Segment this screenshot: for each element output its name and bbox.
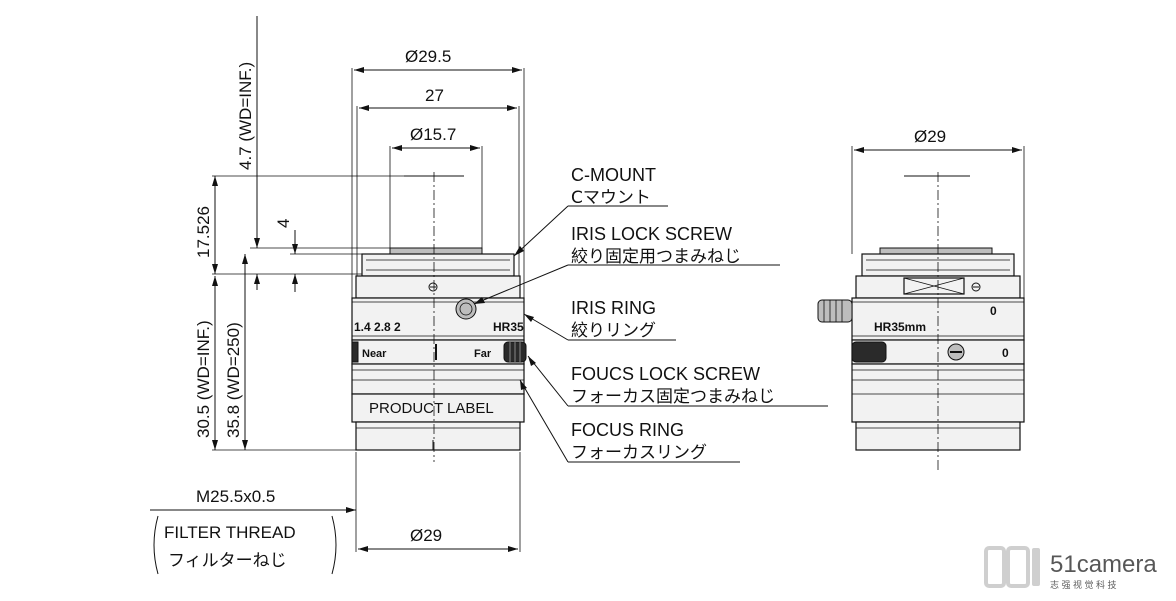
iris-ring-jp: 絞りリング	[571, 321, 656, 341]
side-zero-b: 0	[1002, 346, 1009, 360]
far-label: Far	[474, 348, 492, 360]
filter-thread-label: FILTER THREAD	[164, 523, 296, 542]
dim-27: 27	[425, 86, 444, 105]
front-filter-ring	[355, 421, 521, 451]
dim-dia-29-5: Ø29.5	[405, 47, 451, 66]
dim-dia-15-7: Ø15.7	[410, 125, 456, 144]
focus-ring-label: FOCUS RING	[571, 420, 684, 440]
dim-17-526: 17.526	[194, 206, 213, 258]
side-lens-body	[817, 247, 1025, 451]
iris-ring	[351, 297, 525, 341]
model-front-label: HR35	[493, 320, 524, 334]
watermark-logo	[984, 546, 1040, 588]
focus-lock-jp: フォーカス固定つまみねじ	[571, 387, 775, 407]
c-mount-label: C-MOUNT	[571, 165, 656, 185]
c-mount-flange	[389, 247, 483, 255]
paren-left	[153, 515, 159, 575]
product-label-band	[351, 393, 525, 423]
iris-ring-label: IRIS RING	[571, 298, 656, 318]
focus-ring	[351, 363, 525, 395]
front-lens-body	[351, 247, 527, 451]
watermark-sub: 志 强 视 觉 科 技	[1050, 579, 1117, 590]
fstop-scale: 1.4 2.8 2	[354, 320, 401, 334]
iris-lock-screw	[455, 298, 477, 320]
thread-spec: M25.5x0.5	[196, 487, 275, 506]
dim-4: 4	[274, 219, 293, 228]
product-label-text: PRODUCT LABEL	[369, 400, 494, 417]
model-side-label: HR35mm	[874, 320, 926, 334]
side-iris-lock-screw	[817, 299, 853, 323]
c-mount-thread-ring	[361, 253, 515, 277]
watermark-brand: 51camera	[1050, 551, 1157, 578]
iris-lock-label: IRIS LOCK SCREW	[571, 224, 732, 244]
paren-right	[331, 515, 337, 575]
upper-screw-mark	[428, 282, 438, 292]
dim-4-7: 4.7 (WD=INF.)	[236, 62, 255, 170]
side-focus-lock-screw	[851, 341, 887, 363]
dim-dia-29-bottom: Ø29	[410, 526, 442, 545]
iris-lock-jp: 絞り固定用つまみねじ	[571, 247, 741, 267]
focus-ring-jp: フォーカスリング	[571, 443, 707, 463]
dim-30-5: 30.5 (WD=INF.)	[194, 320, 213, 438]
callout-leaders	[473, 205, 828, 463]
near-label: Near	[362, 348, 387, 360]
side-dimension	[851, 146, 1025, 298]
side-zero-a: 0	[990, 304, 997, 318]
dim-dia-29-side: Ø29	[914, 127, 946, 146]
filter-thread-jp: フィルターねじ	[168, 551, 287, 571]
dim-35-8: 35.8 (WD=250)	[224, 322, 243, 438]
focus-lock-label: FOUCS LOCK SCREW	[571, 364, 760, 384]
c-mount-jp: Cマウント	[571, 188, 651, 208]
